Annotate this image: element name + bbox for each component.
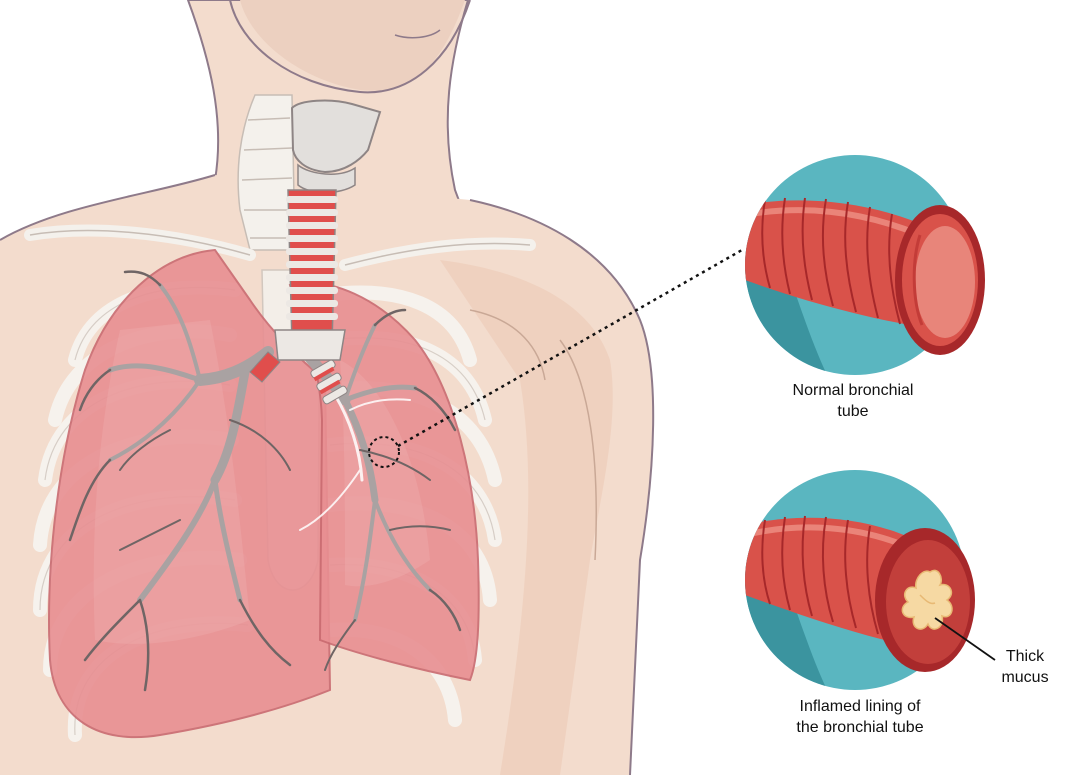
mucus-label-line-2: mucus <box>1001 669 1049 686</box>
normal-tube-inset <box>745 155 985 375</box>
normal-tube-caption-line-2: tube <box>837 403 869 420</box>
inflamed-tube-caption-line-2: the bronchial tube <box>796 719 924 736</box>
normal-tube-caption: Normal bronchial tube <box>758 380 948 422</box>
dotted-leader-line <box>397 248 743 448</box>
mucus-label-line-1: Thick <box>1005 648 1045 665</box>
inflamed-tube-inset <box>745 470 996 690</box>
inflamed-tube-caption-line-1: Inflamed lining of <box>799 698 921 715</box>
inflamed-tube-caption: Inflamed lining of the bronchial tube <box>755 696 965 738</box>
mucus-pointer-line <box>934 617 996 661</box>
mucus-plug <box>901 569 953 630</box>
bronchial-tree <box>68 270 462 692</box>
normal-tube-caption-line-1: Normal bronchial <box>792 382 914 399</box>
spine <box>237 94 296 251</box>
clavicles <box>24 224 536 271</box>
dashed-circle-marker <box>368 436 400 468</box>
trachea <box>249 99 382 405</box>
mucus-label: Thick mucus <box>990 646 1060 688</box>
